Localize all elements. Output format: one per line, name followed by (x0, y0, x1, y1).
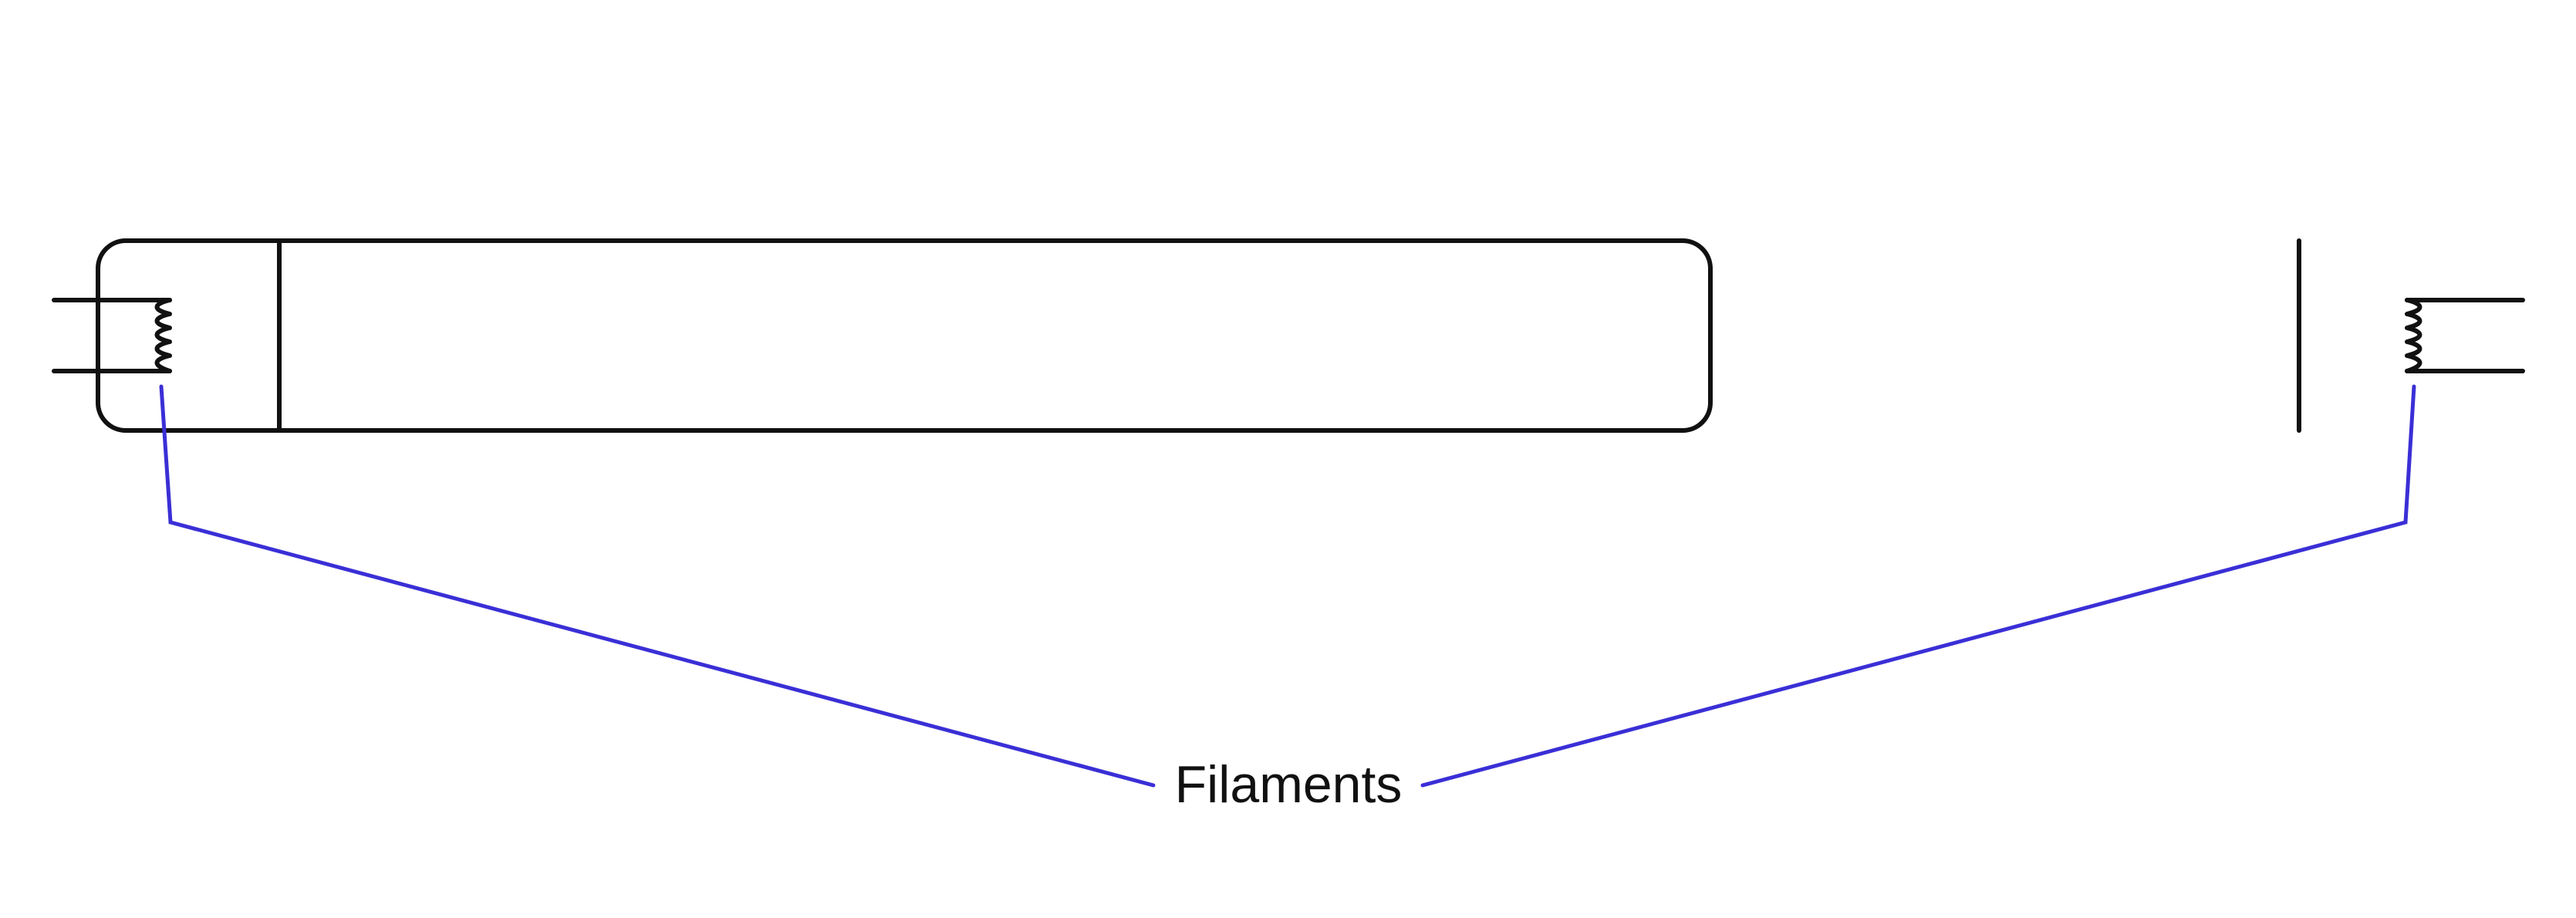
fluorescent-tube (96, 238, 2301, 433)
right-filament (2405, 298, 2525, 373)
filaments-label: Filaments (1175, 755, 1403, 814)
right-callout-leader (1420, 384, 2416, 788)
left-filament-coil (154, 298, 172, 373)
left-callout-leader (159, 384, 1156, 788)
left-filament (52, 298, 172, 373)
right-filament-coil (2405, 298, 2422, 373)
tube-outline (96, 238, 1713, 433)
